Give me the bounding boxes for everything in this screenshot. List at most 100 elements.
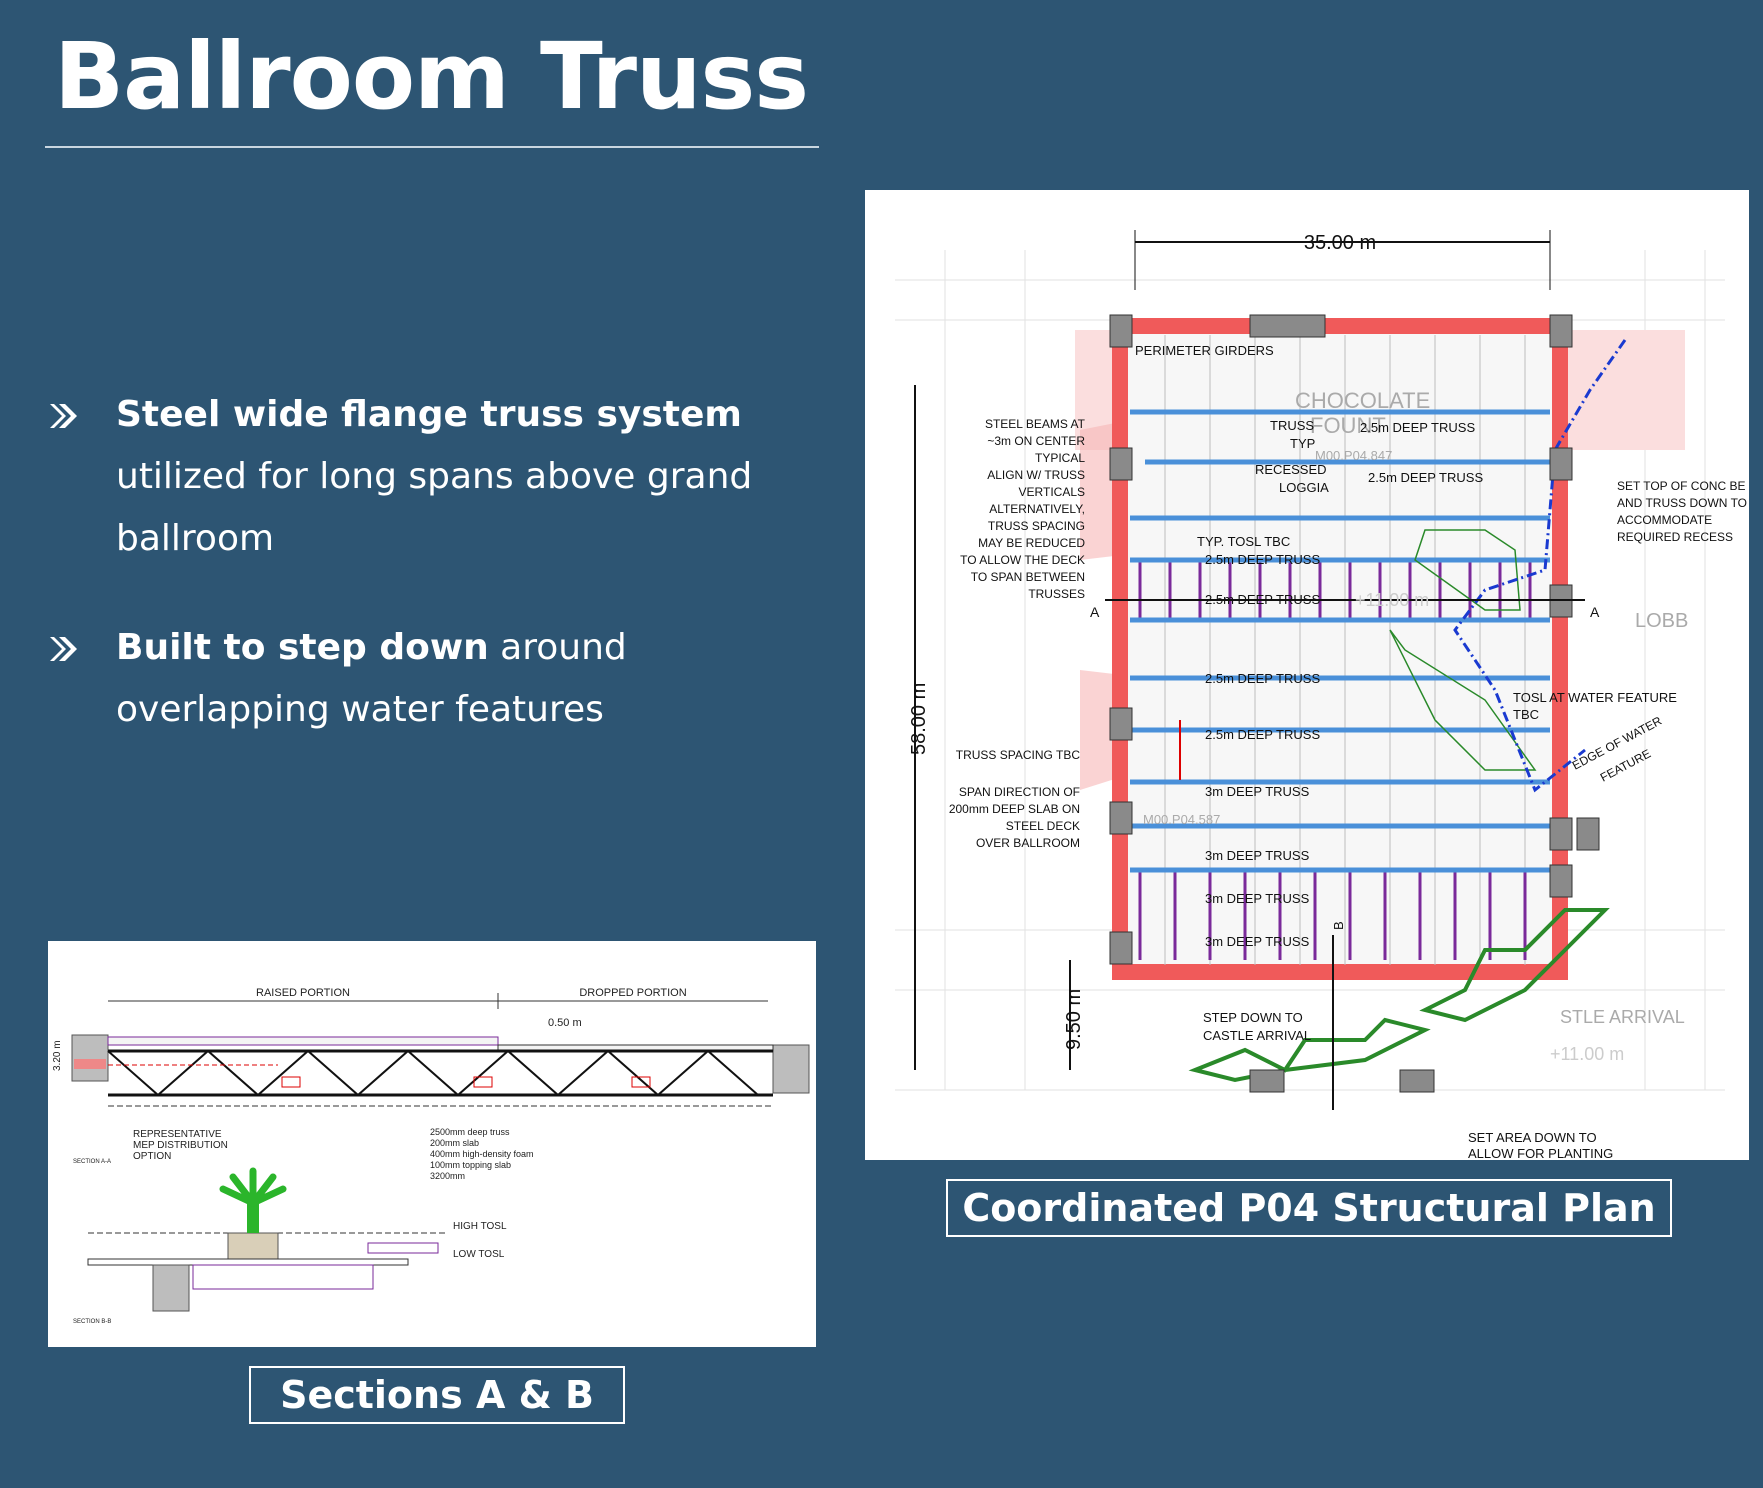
- truss-label: 2.5m DEEP TRUSS: [1205, 592, 1320, 607]
- conc-beam-note: AND TRUSS DOWN TO: [1617, 496, 1747, 510]
- raised-slab: [107, 1036, 499, 1046]
- water-feature: [1414, 529, 1521, 611]
- mep-note-2: MEP DISTRIBUTION: [133, 1140, 228, 1151]
- low-tosl-label: LOW TOSL: [453, 1249, 505, 1260]
- steel-beam-note: STEEL BEAMS AT: [985, 417, 1086, 431]
- steel-beam-note: MAY BE REDUCED: [978, 536, 1085, 550]
- truss-typ-note: TYP: [1290, 436, 1315, 451]
- raised-portion-label: RAISED PORTION: [256, 987, 350, 999]
- chocolate-label: FOUNT: [1310, 413, 1386, 438]
- chevron-right-icon: [50, 637, 77, 661]
- palm-trunk: [247, 1203, 259, 1233]
- step-down-note: CASTLE ARRIVAL: [1203, 1028, 1311, 1043]
- truss-spacing-note: TRUSS SPACING TBC: [956, 748, 1081, 762]
- steel-beam-note: TRUSSES: [1028, 587, 1085, 601]
- recessed-note: RECESSED: [1255, 462, 1327, 477]
- dropped-portion-label: DROPPED PORTION: [579, 987, 686, 999]
- water-tosl-note: TBC: [1513, 707, 1539, 722]
- plan-svg: A A B 35.00 m 58.00 m 9.50 m PERIMETER G…: [895, 230, 1747, 1160]
- level-label: +11.00 m: [1550, 1044, 1624, 1064]
- steel-beam-note: TRUSS SPACING: [988, 519, 1085, 533]
- step-down-note: STEP DOWN TO: [1203, 1010, 1303, 1025]
- bullet-bold: Built to step down: [116, 627, 489, 668]
- bullet-truss-system: Steel wide flange truss system utilized …: [48, 384, 768, 570]
- chevron-right-icon: [50, 404, 77, 428]
- span-direction-note: SPAN DIRECTION OF: [959, 785, 1080, 799]
- column-left: [71, 1034, 109, 1082]
- width-dimension: 35.00 m: [1304, 232, 1376, 254]
- truss-label: 2.5m DEEP TRUSS: [1205, 727, 1320, 742]
- sections-svg: RAISED PORTION DROPPED PORTION 0.50 m 3.…: [52, 987, 810, 1325]
- mep-note-3: OPTION: [133, 1151, 171, 1162]
- planting-area: [1419, 908, 1610, 1023]
- truss-typ-note: TRUSS: [1270, 418, 1314, 433]
- bullet-bold: Steel wide flange truss system: [116, 394, 742, 435]
- steel-beam-note: ALIGN W/ TRUSS: [987, 468, 1085, 482]
- steel-beam-note: TYPICAL: [1035, 451, 1085, 465]
- section-a-marker: A: [1090, 604, 1100, 620]
- mep-note-1: REPRESENTATIVE: [133, 1129, 222, 1140]
- truss-lines: [1130, 409, 1550, 873]
- step-dimension: 9.50 m: [1063, 989, 1085, 1050]
- truss-note-2: 200mm slab: [430, 1138, 479, 1148]
- mep-box: [281, 1076, 301, 1088]
- bullet-step-down: Built to step down around overlapping wa…: [48, 617, 768, 741]
- edge-of-water-line: [1453, 339, 1627, 793]
- chocolate-label: CHOCOLATE: [1295, 388, 1430, 413]
- span-direction-note: 200mm DEEP SLAB ON: [949, 802, 1080, 816]
- structural-plan: A A B 35.00 m 58.00 m 9.50 m PERIMETER G…: [865, 190, 1749, 1160]
- reference-tag: M00.P04.847: [1315, 448, 1392, 463]
- ballroom-grid: [1164, 335, 1526, 965]
- section-b-step: [367, 1242, 439, 1254]
- mep-box: [631, 1076, 651, 1088]
- mep-box: [473, 1076, 493, 1088]
- span-direction-note: STEEL DECK: [1006, 819, 1080, 833]
- height-dimension: 3.20 m: [52, 1040, 63, 1071]
- planting-note: SET AREA DOWN TO: [1468, 1130, 1597, 1145]
- truss-label: 3m DEEP TRUSS: [1205, 784, 1310, 799]
- truss-label: 2.5m DEEP TRUSS: [1368, 470, 1483, 485]
- plan-caption: Coordinated P04 Structural Plan: [946, 1179, 1672, 1237]
- section-b-column: [152, 1264, 190, 1312]
- truss-label: 3m DEEP TRUSS: [1205, 848, 1310, 863]
- title-divider: [45, 146, 819, 148]
- conc-beam-note: SET TOP OF CONC BE: [1617, 479, 1745, 493]
- truss-note-4: 100mm topping slab: [430, 1160, 511, 1170]
- section-a-marker: A: [1590, 604, 1600, 620]
- truss-label: 2.5m DEEP TRUSS: [1360, 420, 1475, 435]
- palm-tree-icon: [219, 1167, 287, 1207]
- drop-dimension: 0.50 m: [548, 1017, 582, 1029]
- sections-drawing: RAISED PORTION DROPPED PORTION 0.50 m 3.…: [48, 941, 816, 1347]
- perimeter-girder: [1112, 318, 1568, 980]
- truss-label: 2.5m DEEP TRUSS: [1205, 671, 1320, 686]
- steel-beams: [1138, 560, 1532, 960]
- sections-caption: Sections A & B: [249, 1366, 625, 1424]
- columns: [1109, 314, 1600, 1093]
- truss-note-3: 400mm high-density foam: [430, 1149, 534, 1159]
- truss-label: 2.5m DEEP TRUSS: [1205, 552, 1320, 567]
- section-b-label: SECTION B-B: [73, 1319, 111, 1325]
- truss-note-5: 3200mm: [430, 1171, 465, 1181]
- truss-web: [107, 1049, 759, 1097]
- bullet-rest: utilized for long spans above grand ball…: [116, 456, 753, 559]
- perimeter-girders-label: PERIMETER GIRDERS: [1135, 343, 1274, 358]
- conc-beam-note: REQUIRED RECESS: [1617, 530, 1733, 544]
- level-label: +11.00 m: [1355, 590, 1429, 610]
- section-b-marker: B: [1331, 921, 1346, 930]
- truss-label: 3m DEEP TRUSS: [1205, 934, 1310, 949]
- section-a-label: SECTION A-A: [73, 1159, 111, 1165]
- steel-beam-note: ~3m ON CENTER: [987, 434, 1085, 448]
- planting-note: ALLOW FOR PLANTING: [1468, 1146, 1613, 1160]
- steel-beam-note: ALTERNATIVELY,: [989, 502, 1085, 516]
- recessed-note: LOGGIA: [1279, 480, 1329, 495]
- length-dimension: 58.00 m: [908, 683, 930, 755]
- column-right: [772, 1044, 810, 1094]
- section-b-beam: [192, 1264, 374, 1290]
- span-direction-note: OVER BALLROOM: [976, 836, 1080, 850]
- truss-label: 3m DEEP TRUSS: [1205, 891, 1310, 906]
- conc-beam-note: ACCOMMODATE: [1617, 513, 1712, 527]
- steel-beam-note: TO SPAN BETWEEN: [971, 570, 1085, 584]
- steel-beam-note: TO ALLOW THE DECK: [960, 553, 1085, 567]
- section-b-slab: [87, 1258, 409, 1266]
- arrival-label: STLE ARRIVAL: [1560, 1007, 1685, 1027]
